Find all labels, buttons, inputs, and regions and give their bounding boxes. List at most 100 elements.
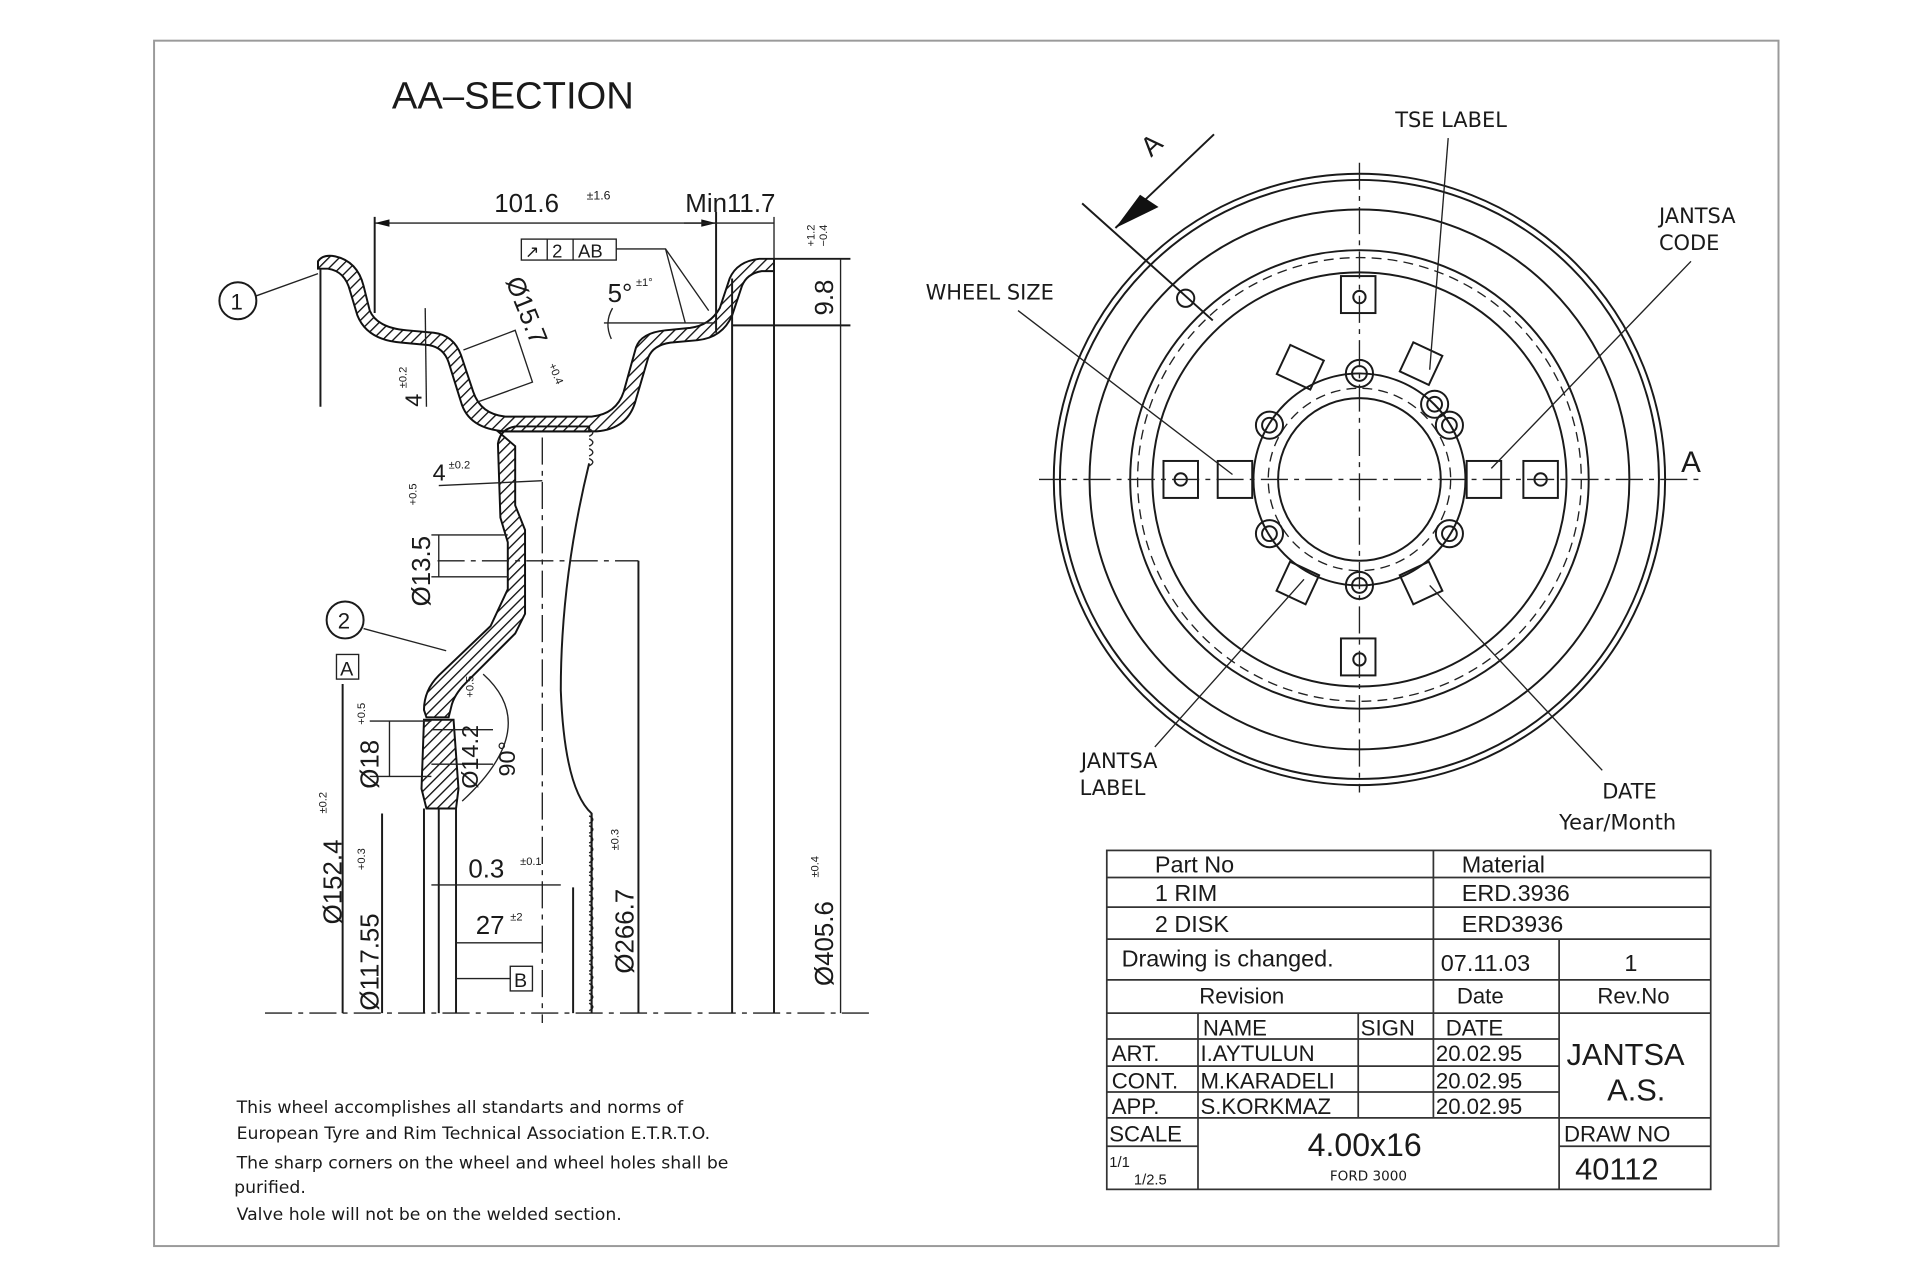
part-row-1: 1 RIM: [1155, 880, 1217, 906]
dim-disc-dia-tol: ±0.3: [610, 829, 622, 850]
runout-value: 2: [552, 241, 562, 262]
dim-rim-thickness-tol: ±0.2: [398, 367, 410, 388]
sign-name-2: M.KARADELI: [1200, 1068, 1334, 1093]
dim-pcd: Ø152.4: [319, 839, 347, 924]
arrow: [374, 219, 390, 227]
dim-pcd-tol: ±0.2: [318, 792, 330, 813]
disc-profile: [422, 425, 591, 719]
callout-jantsa-label-1: JANTSA: [1079, 749, 1158, 773]
svg-text:B: B: [514, 970, 527, 992]
section-cut-line: [1081, 202, 1214, 322]
dim-disc-dia: Ø266.7: [612, 889, 640, 974]
callout-jantsa-code-1: JANTSA: [1657, 204, 1736, 228]
dim-disc-thickness: 4: [433, 460, 446, 486]
dim-bolt-hole-tol: +0.5: [464, 676, 476, 698]
sign-role-3: APP.: [1112, 1094, 1160, 1119]
dim-rim-thickness: 4: [401, 394, 427, 407]
svg-text:2: 2: [338, 609, 350, 634]
callout-jantsa-code-2: CODE: [1659, 231, 1719, 255]
dim-hole-dia-tol: +0.5: [408, 483, 420, 505]
sign-name-1: I.AYTULUN: [1200, 1041, 1314, 1066]
well-dim-lines: [463, 329, 534, 403]
wheel-size: 4.00x16: [1308, 1127, 1422, 1163]
dim-offset-small: 0.3: [468, 856, 504, 884]
dim-width-value: 101.6: [494, 190, 559, 218]
revision-text: Drawing is changed.: [1122, 945, 1334, 971]
runout-symbol: ↗: [525, 242, 539, 262]
callout-wheel-size: WHEEL SIZE: [926, 280, 1054, 304]
header-sign-date: DATE: [1446, 1015, 1504, 1040]
sign-date-3: 20.02.95: [1436, 1094, 1522, 1119]
dim-min-flange: Min11.7: [685, 190, 775, 218]
front-view: A A TSE LABEL JANTSA CODE WHEEL SIZE JAN…: [926, 108, 1737, 835]
section-title: AA–SECTION: [392, 74, 634, 117]
dim-flange-height: 9.8: [811, 280, 839, 316]
note-line: Valve hole will not be on the welded sec…: [237, 1205, 622, 1225]
balloon-1: 1: [218, 272, 319, 321]
dim-center-bore-tol: +0.3: [356, 848, 368, 870]
dim-offset-tol: ±2: [510, 912, 522, 924]
sign-name-3: S.KORKMAZ: [1200, 1094, 1331, 1119]
svg-text:1: 1: [230, 289, 242, 314]
sign-role-2: CONT.: [1112, 1068, 1179, 1093]
dim-seat-dia-tol: +0.5: [356, 703, 368, 725]
runout-tolerance-frame: ↗ 2 AB: [520, 238, 710, 324]
rim-profile: [316, 254, 775, 433]
rim-thickness-leader: [424, 308, 428, 407]
header-material: Material: [1462, 852, 1545, 878]
dim-angle: 5°: [608, 280, 633, 308]
dim-flange-tol-plus: +1.2: [806, 225, 818, 247]
disc-thickness-leader: [438, 479, 543, 487]
disc-outer-curve: [559, 463, 593, 1011]
callout-jantsa-label-2: LABEL: [1080, 776, 1146, 800]
draw-no-label: DRAW NO: [1564, 1121, 1670, 1146]
callout-leaders: [1017, 137, 1692, 771]
dim-bolt-hole: Ø14.2: [457, 725, 483, 789]
dim-offset-small-tol: ±0.1: [520, 856, 541, 868]
countersink-arc: [461, 673, 509, 802]
title-block: Part No Material 1 RIM ERD.3936 2 DISK E…: [1105, 849, 1712, 1191]
header-revision: Revision: [1199, 983, 1284, 1008]
dim-offset: 27: [476, 912, 505, 940]
section-arrow: [1115, 194, 1159, 229]
revision-no: 1: [1624, 950, 1637, 976]
dim-rim-dia-tol: ±0.4: [809, 856, 821, 877]
dim-center-bore: Ø117.55: [356, 913, 384, 1010]
note-line: This wheel accomplishes all standarts an…: [236, 1098, 684, 1118]
datum-a: A: [335, 653, 360, 680]
notes: This wheel accomplishes all standarts an…: [234, 1098, 728, 1225]
part-row-2: 2 DISK: [1155, 911, 1230, 937]
dim-rim-dia: Ø405.6: [811, 901, 839, 986]
dim-hole-dia: Ø13.5: [408, 536, 436, 606]
section-marker-right: A: [1681, 446, 1701, 479]
company-name-1: JANTSA: [1567, 1037, 1686, 1072]
dim-countersink: 90°: [494, 741, 520, 776]
dim-disc-thickness-tol: ±0.2: [449, 459, 470, 471]
valve-hole: [1176, 288, 1196, 308]
callout-date-2: Year/Month: [1558, 810, 1676, 834]
material-row-2: ERD3936: [1462, 911, 1563, 937]
dim-width-tol: ±1.6: [587, 189, 611, 203]
section-view: AA–SECTION: [218, 74, 869, 1023]
draw-no: 40112: [1575, 1152, 1658, 1187]
dim-seat-dia: Ø18: [356, 740, 384, 789]
dim-flange-tol-minus: −0.4: [818, 225, 830, 247]
dim-angle-tol: ±1°: [636, 277, 653, 289]
scale-value-2: 1/2.5: [1134, 1172, 1167, 1188]
note-line: European Tyre and Rim Technical Associat…: [237, 1124, 710, 1144]
company-name-2: A.S.: [1607, 1073, 1665, 1108]
scale-value-1: 1/1: [1109, 1155, 1130, 1171]
callout-date-1: DATE: [1602, 780, 1656, 804]
header-date: Date: [1457, 983, 1504, 1008]
material-row-1: ERD.3936: [1462, 880, 1570, 906]
callout-tse-label: TSE LABEL: [1394, 108, 1507, 132]
header-sign: SIGN: [1361, 1015, 1415, 1040]
header-rev-no: Rev.No: [1597, 983, 1669, 1008]
note-line: The sharp corners on the wheel and wheel…: [236, 1153, 729, 1173]
header-part-no: Part No: [1155, 852, 1234, 878]
balloon-2: 2: [325, 600, 447, 652]
note-line: purified.: [234, 1178, 306, 1198]
sheet-border: [153, 39, 1780, 1248]
model: FORD 3000: [1330, 1169, 1407, 1185]
